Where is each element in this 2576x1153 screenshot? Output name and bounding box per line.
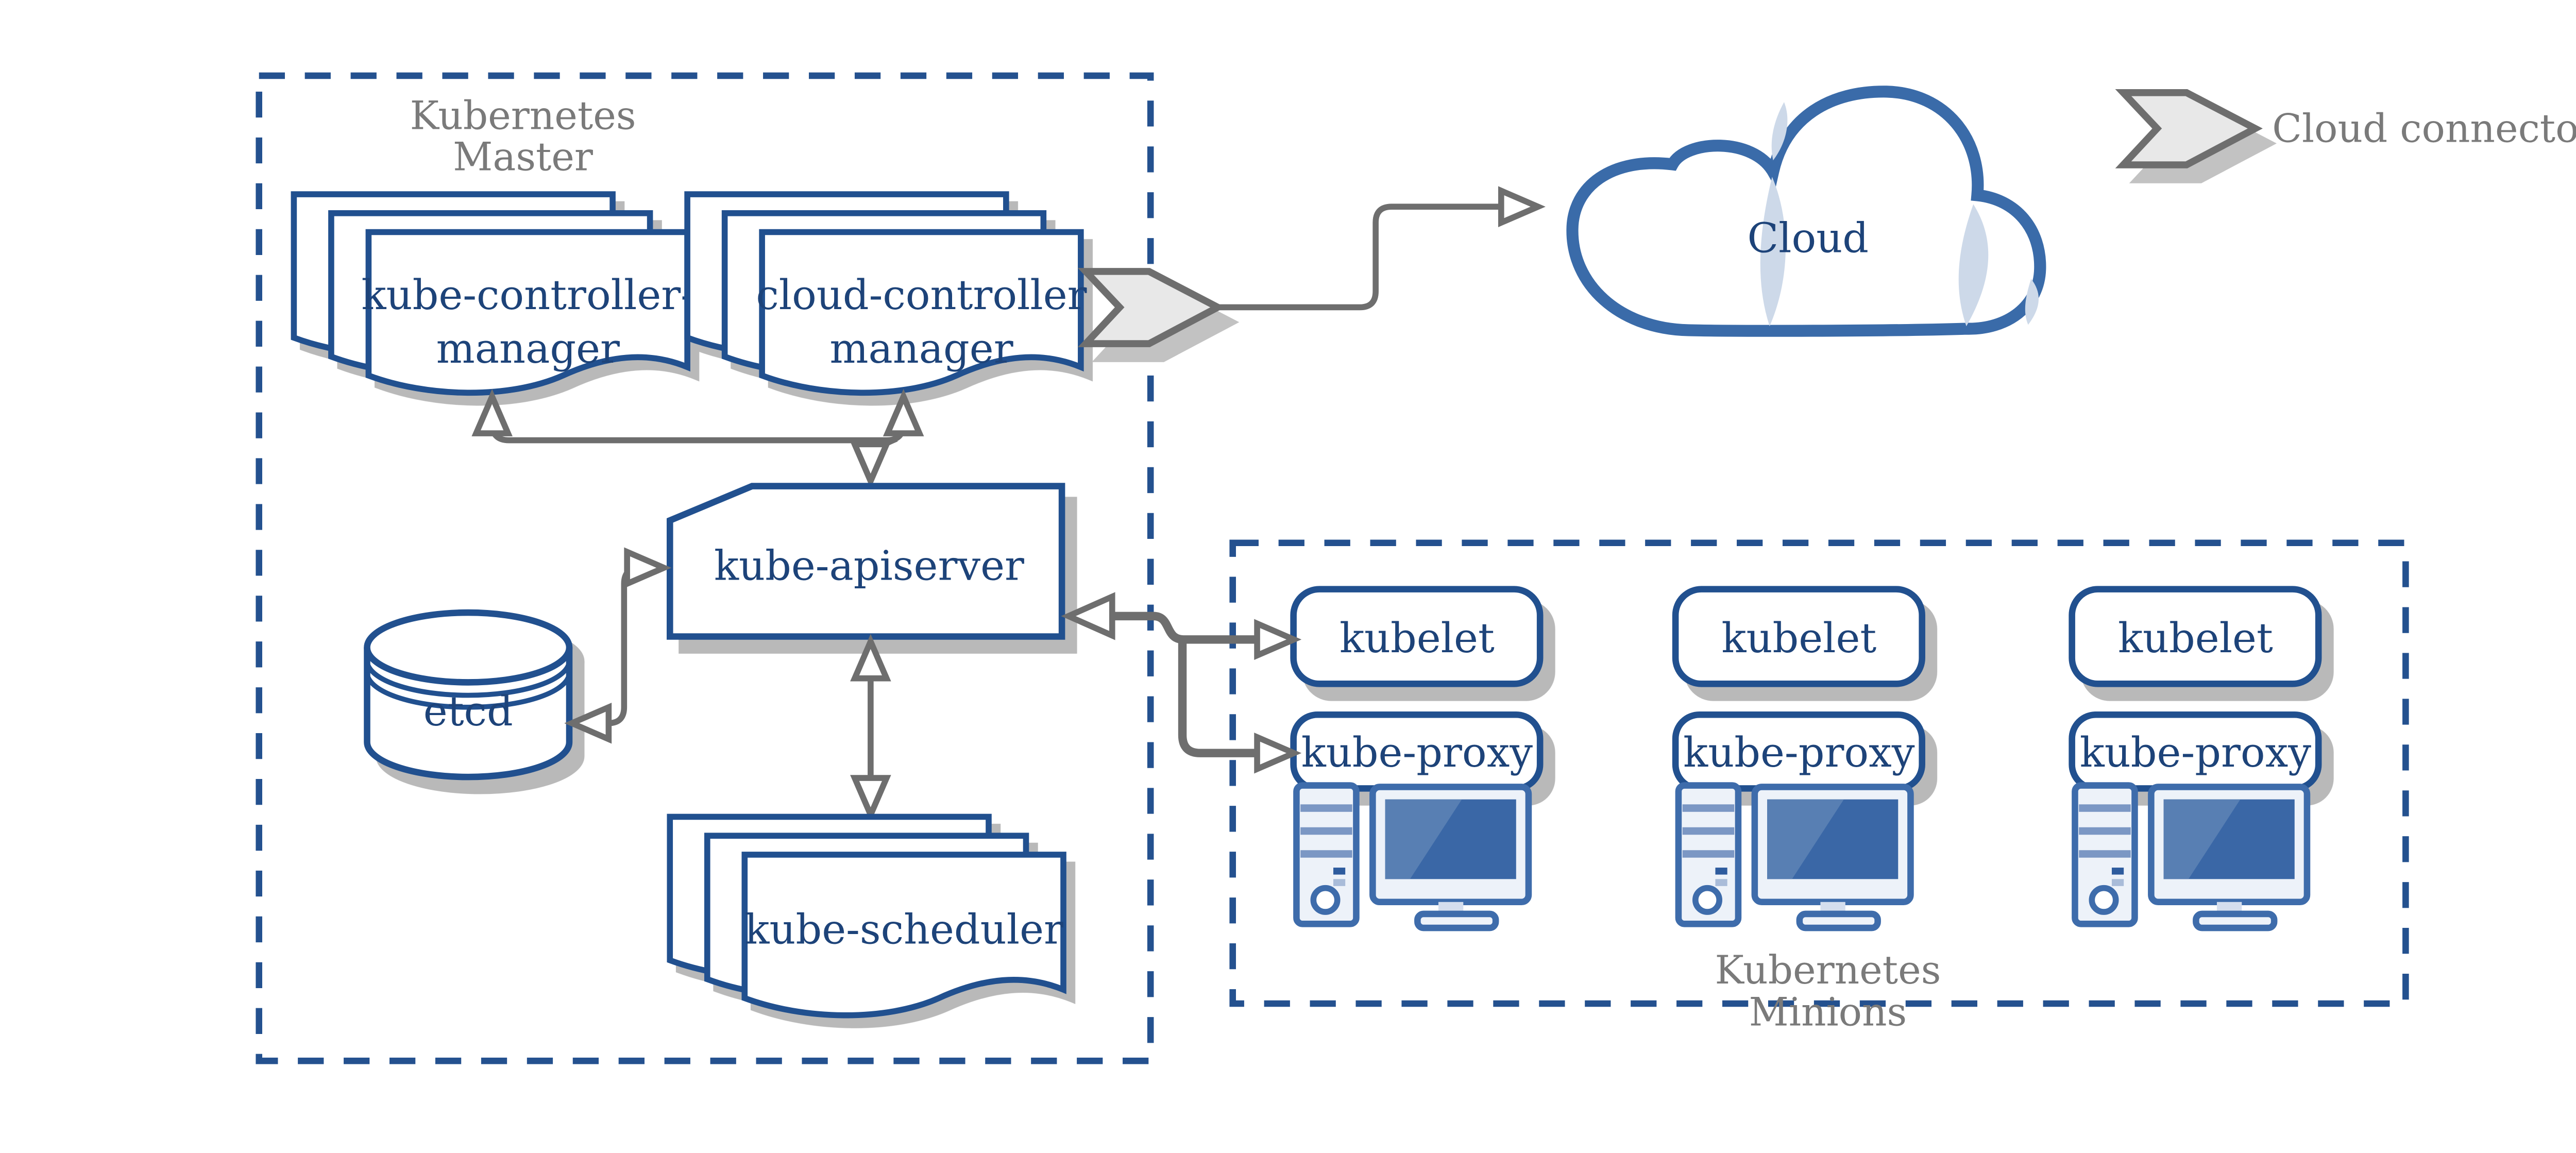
arrowhead-right-icon xyxy=(1501,191,1538,223)
arrowhead-up-icon xyxy=(476,397,508,434)
arrowhead-left-icon xyxy=(572,707,609,739)
etcd-database: etcd xyxy=(364,609,573,781)
kube-proxy-label: kube-proxy xyxy=(1301,728,1533,776)
kube-proxy-label: kube-proxy xyxy=(2080,728,2312,776)
arrowhead-right-icon xyxy=(1257,737,1294,769)
cloud-connector-legend-icon xyxy=(2123,93,2255,165)
cloud-connector-legend-label: Cloud connector xyxy=(2272,106,2576,151)
kubelet-label: kubelet xyxy=(1721,614,1876,662)
minion-node-2: kubelet kube-proxy xyxy=(1672,586,1925,928)
master-boundary-box xyxy=(256,72,1154,1064)
kube-apiserver-label: kube-apiserver xyxy=(714,542,1024,590)
master-title-line2: Master xyxy=(453,134,594,180)
kube-apiserver-box: kube-apiserver xyxy=(666,483,1065,640)
cloud-connector-line xyxy=(1217,191,1538,311)
etcd-apiserver-connector xyxy=(572,552,664,739)
kube-scheduler-label: kube-scheduler xyxy=(744,905,1063,953)
minions-title-line1: Kubernetes xyxy=(1715,947,1941,993)
cloud-controller-manager-stack: cloud-controller manager xyxy=(687,194,1087,393)
etcd-label: etcd xyxy=(423,687,513,735)
cloud-controller-manager-label-line1: cloud-controller xyxy=(756,271,1087,319)
controllers-apiserver-connector xyxy=(476,397,919,481)
kube-controller-manager-label-line2: manager xyxy=(436,325,620,372)
kubelet-label: kubelet xyxy=(1340,614,1495,662)
minions-boundary-box xyxy=(1229,539,2409,1007)
minion-node-1: kubelet kube-proxy xyxy=(1290,586,1544,928)
master-title-line1: Kubernetes xyxy=(410,93,636,138)
arrowhead-up-icon xyxy=(855,641,887,679)
kubelet-label: kubelet xyxy=(2118,614,2273,662)
minion-node-3: kubelet kube-proxy xyxy=(2069,586,2322,928)
arrowhead-right-icon xyxy=(627,552,664,584)
arrowhead-up-icon xyxy=(888,397,920,434)
apiserver-minion-connector xyxy=(1069,597,1294,769)
kubernetes-architecture-diagram: Kubernetes Master kube-controller- manag… xyxy=(256,72,2576,1064)
arrowhead-left-icon xyxy=(1069,597,1112,635)
cloud-shape: Cloud xyxy=(1566,86,2046,337)
cloud-label: Cloud xyxy=(1748,214,1869,262)
kube-controller-manager-label-line1: kube-controller- xyxy=(362,271,694,319)
kube-controller-manager-stack: kube-controller- manager xyxy=(294,194,694,393)
arrowhead-down-icon xyxy=(855,444,887,481)
kube-scheduler-stack: kube-scheduler xyxy=(670,817,1063,1015)
cloud-controller-manager-label-line2: manager xyxy=(829,325,1013,372)
arrowhead-down-icon xyxy=(855,778,887,815)
apiserver-scheduler-connector xyxy=(855,641,887,815)
legend-cloud-connector: Cloud connector xyxy=(2123,93,2576,165)
minions-title-line2: Minions xyxy=(1749,989,1907,1035)
cloud-connector-icon xyxy=(1086,272,1218,344)
kube-proxy-label: kube-proxy xyxy=(1683,728,1915,776)
arrowhead-right-icon xyxy=(1257,623,1294,655)
